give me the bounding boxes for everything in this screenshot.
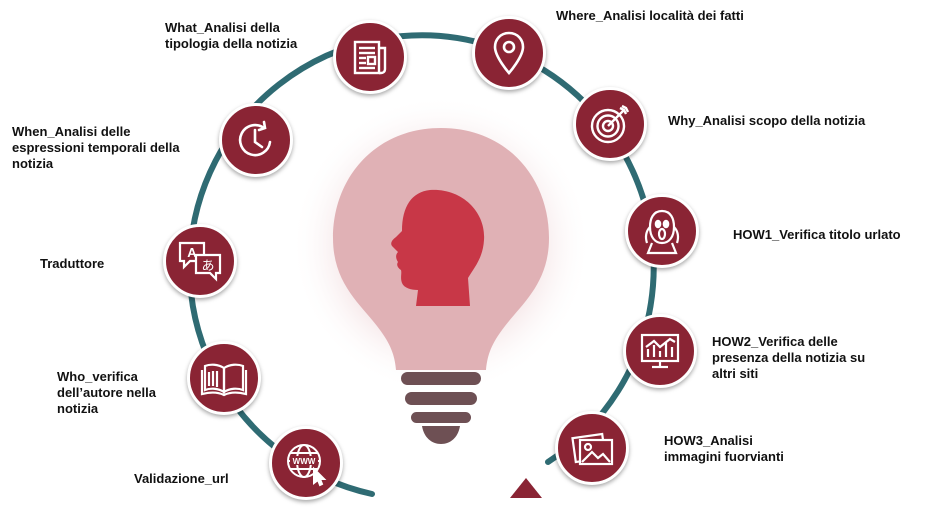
node-validazione[interactable]: WWW — [269, 426, 343, 500]
label-when: When_Analisi delle espressioni temporali… — [12, 124, 180, 171]
label-traduttore: Traduttore — [40, 256, 105, 271]
newspaper-icon — [353, 40, 387, 75]
head-silhouette-icon — [391, 189, 485, 306]
translate-icon: A あ — [178, 241, 222, 282]
node-how3[interactable] — [555, 411, 629, 485]
label-who: Who_verifica dell’autore nella notizia — [57, 369, 156, 416]
svg-text:A: A — [187, 245, 197, 260]
label-what: What_Analisi della tipologia della notiz… — [165, 20, 298, 51]
target-icon — [590, 104, 630, 144]
bulb-base-ring-1 — [401, 372, 481, 385]
label-how2: HOW2_Verifica delle presenza della notiz… — [712, 334, 866, 381]
bulb-base-ring-3 — [411, 412, 471, 423]
svg-text:WWW: WWW — [293, 457, 316, 466]
label-where: Where_Analisi località dei fatti — [556, 8, 744, 23]
svg-text:あ: あ — [201, 259, 214, 274]
node-why[interactable] — [573, 87, 647, 161]
open-book-icon — [200, 363, 248, 397]
location-pin-icon — [493, 31, 525, 75]
scream-face-icon — [644, 209, 680, 255]
monitor-chart-icon — [640, 333, 680, 369]
node-when[interactable] — [219, 103, 293, 177]
node-how1[interactable] — [625, 194, 699, 268]
node-how2[interactable] — [623, 314, 697, 388]
node-who[interactable] — [187, 341, 261, 415]
node-traduttore[interactable]: A あ — [163, 224, 237, 298]
cycle-arrow — [510, 478, 542, 498]
label-how1: HOW1_Verifica titolo urlato — [733, 227, 901, 242]
clock-refresh-icon — [238, 120, 272, 157]
bulb-base-ring-2 — [405, 392, 477, 405]
node-what[interactable] — [333, 20, 407, 94]
label-why: Why_Analisi scopo della notizia — [668, 113, 866, 128]
label-validazione: Validazione_url — [134, 471, 229, 486]
www-cursor-icon: WWW — [287, 444, 327, 487]
images-icon — [571, 432, 614, 466]
label-how3: HOW3_Analisi immagini fuorvianti — [664, 433, 784, 464]
node-where[interactable] — [472, 16, 546, 90]
bulb-tip — [422, 426, 460, 444]
